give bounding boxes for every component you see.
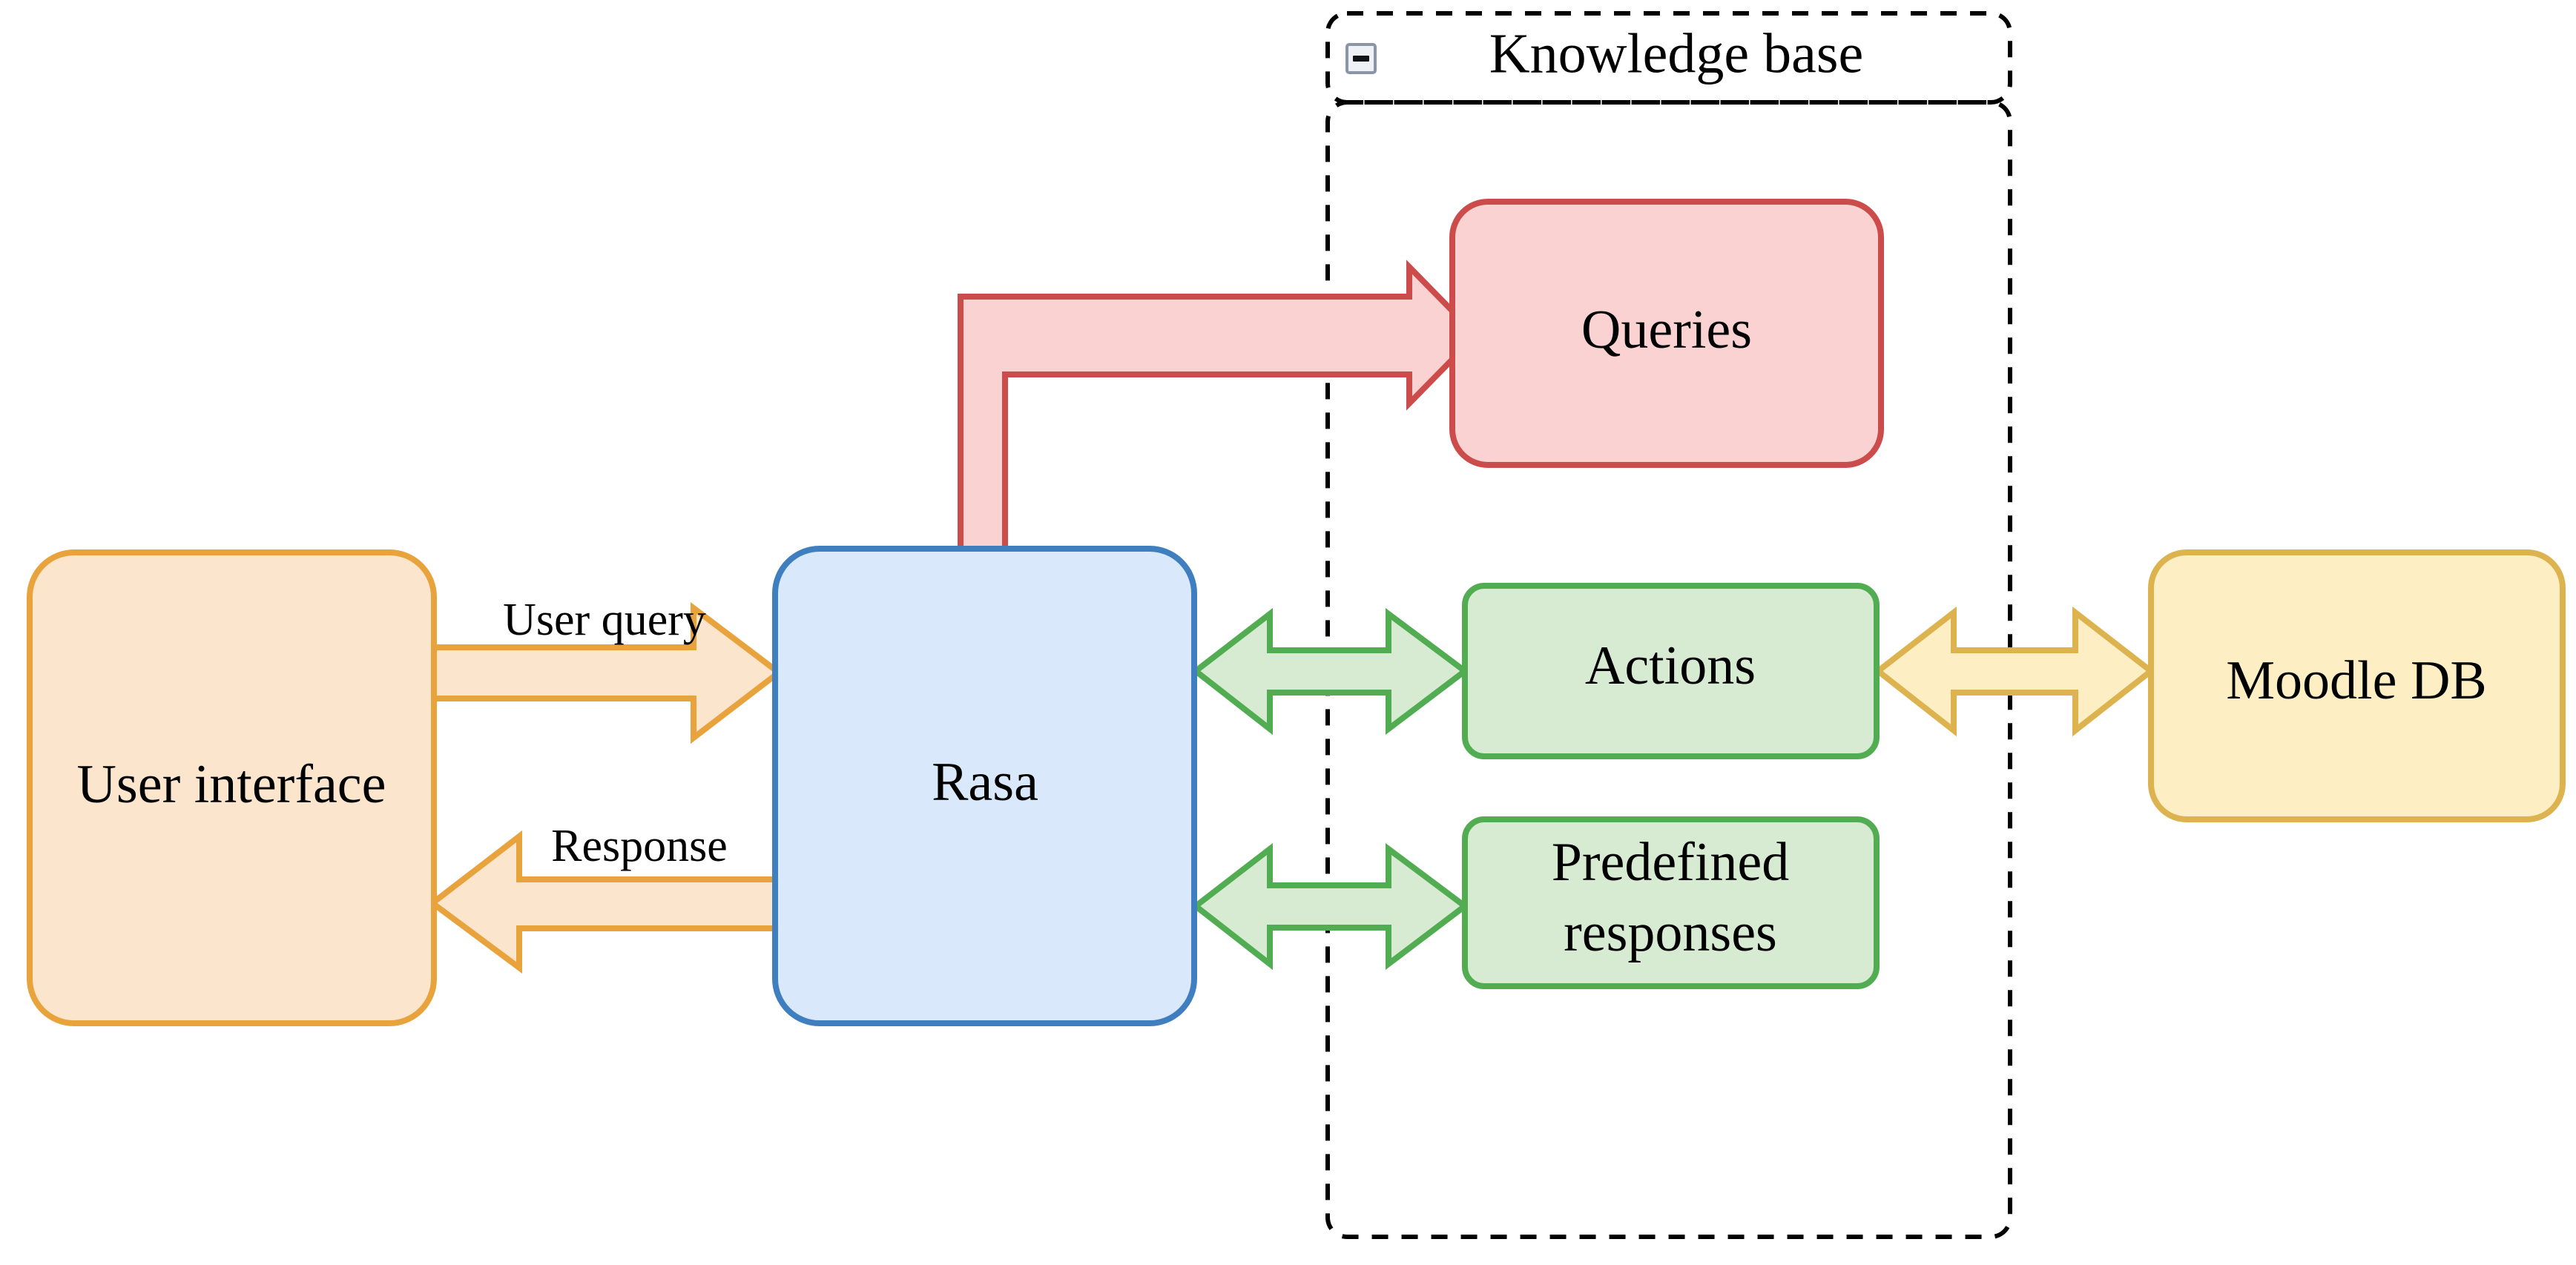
rasa-box	[772, 546, 1197, 1026]
node-user-interface[interactable]: User interface	[27, 549, 437, 1026]
queries-label: Queries	[1581, 300, 1752, 360]
node-queries[interactable]: Queries	[1449, 199, 1884, 468]
predefined-responses-label-line1: Predefined	[1552, 832, 1790, 893]
edge-user-query[interactable]: User query	[431, 595, 784, 744]
node-predefined-responses[interactable]: Predefined responses	[1462, 816, 1880, 989]
knowledge-base-title-frame	[1325, 11, 2012, 105]
knowledge-base-title: Knowledge base	[1489, 22, 1863, 85]
edge-response[interactable]: Response	[427, 821, 778, 974]
actions-label: Actions	[1585, 635, 1756, 696]
user-query-label: User query	[503, 595, 706, 645]
actions-moodle-db-arrow-shape	[1873, 606, 2156, 737]
actions-box	[1462, 583, 1880, 759]
queries-box	[1449, 199, 1884, 468]
collapse-minus-icon[interactable]	[1345, 43, 1377, 74]
rasa-label: Rasa	[932, 752, 1038, 813]
predefined-responses-box	[1462, 816, 1880, 989]
node-actions[interactable]: Actions	[1462, 583, 1880, 759]
node-moodle-db[interactable]: Moodle DB	[2148, 549, 2566, 822]
node-rasa[interactable]: Rasa	[772, 546, 1197, 1026]
moodle-db-box	[2148, 549, 2566, 822]
edge-actions-moodle-db[interactable]	[1873, 606, 2156, 737]
user-interface-label: User interface	[76, 754, 386, 815]
response-arrow-shape	[427, 830, 778, 974]
response-label: Response	[551, 821, 728, 871]
edge-rasa-actions[interactable]	[1190, 607, 1470, 736]
user-query-arrow-shape	[431, 601, 784, 744]
rasa-actions-arrow-shape	[1190, 607, 1470, 736]
predefined-responses-label-line2: responses	[1564, 902, 1777, 963]
rasa-predefined-responses-arrow-shape	[1190, 842, 1470, 971]
moodle-db-label: Moodle DB	[2226, 650, 2487, 711]
user-interface-box	[27, 549, 437, 1026]
edge-rasa-predefined-responses[interactable]	[1190, 842, 1470, 971]
